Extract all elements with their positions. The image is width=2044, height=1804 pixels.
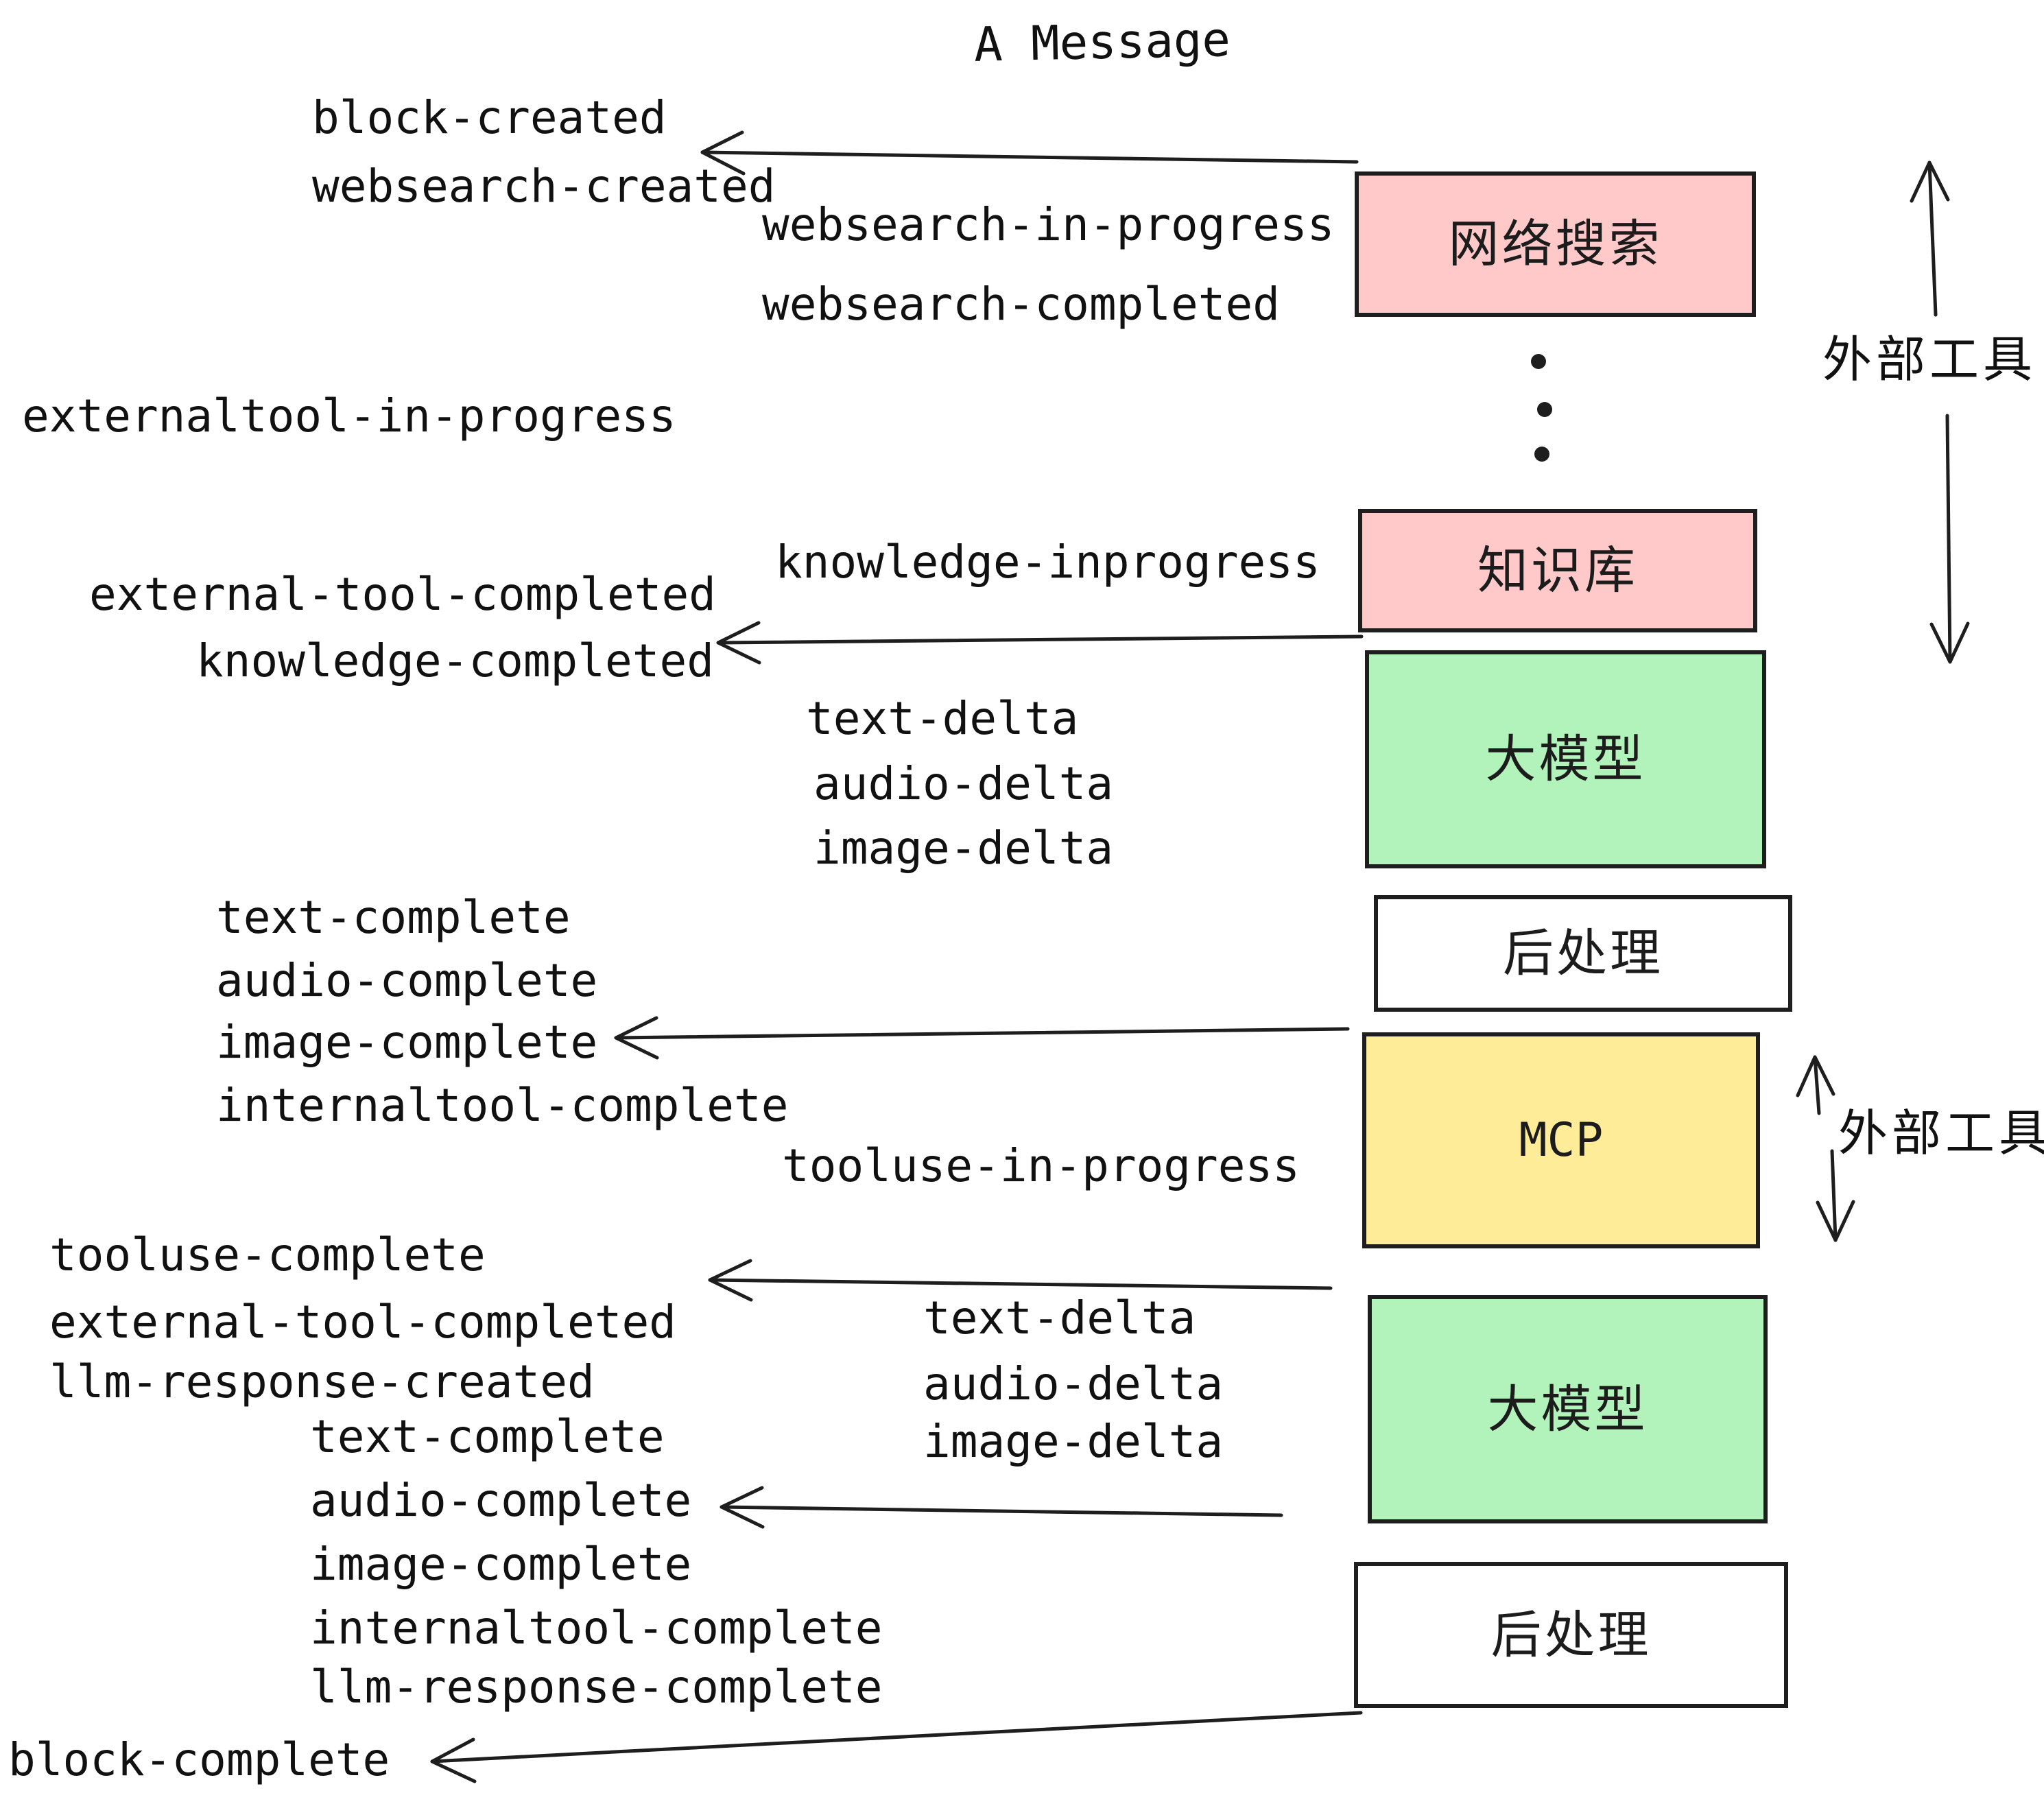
event-audio-delta-2: audio-delta (923, 1357, 1224, 1410)
box-postprocess-2-label: 后处理 (1490, 1605, 1652, 1665)
event-audio-complete-2: audio-complete (310, 1474, 692, 1527)
event-audio-complete-1: audio-complete (216, 954, 598, 1007)
event-internaltool-complete-1: internaltool-complete (216, 1079, 789, 1132)
box-knowledge-label: 知识库 (1477, 541, 1638, 600)
box-mcp: MCP (1362, 1032, 1760, 1248)
event-text-complete-1: text-complete (216, 891, 571, 944)
ellipsis-dots (1531, 354, 1552, 462)
arrow-block-complete (430, 1711, 1363, 1783)
event-knowledge-inprogress: knowledge-inprogress (775, 536, 1320, 589)
arrow-audio-complete (720, 1486, 1283, 1529)
arrow-internal-complete (614, 1016, 1350, 1060)
box-llm-2-label: 大模型 (1487, 1379, 1648, 1439)
label-external-tools-1: 外部工具 (1822, 331, 2037, 388)
event-llm-response-complete: llm-response-complete (310, 1661, 883, 1713)
event-image-delta-1: image-delta (813, 822, 1114, 875)
arrow-block-created (700, 130, 1359, 176)
event-knowledge-completed: knowledge-completed (196, 634, 714, 687)
event-block-complete: block-complete (8, 1733, 390, 1786)
event-internaltool-complete-2: internaltool-complete (310, 1602, 883, 1654)
event-block-created: block-created (312, 91, 667, 144)
event-websearch-created: websearch-created (312, 160, 776, 213)
event-text-complete-2: text-complete (310, 1410, 665, 1463)
event-image-complete-1: image-complete (216, 1016, 598, 1069)
box-postprocess-2: 后处理 (1354, 1562, 1788, 1708)
box-websearch-label: 网络搜索 (1448, 215, 1663, 274)
diagram-title: A Message (973, 12, 1231, 73)
box-llm-2: 大模型 (1368, 1295, 1768, 1523)
event-externaltool-in-progress: externaltool-in-progress (22, 390, 676, 442)
event-audio-delta-1: audio-delta (813, 757, 1114, 810)
box-llm-1: 大模型 (1365, 650, 1766, 868)
event-image-complete-2: image-complete (310, 1538, 692, 1591)
event-image-delta-2: image-delta (923, 1415, 1224, 1468)
event-llm-response-created: llm-response-created (49, 1355, 595, 1408)
event-text-delta-2: text-delta (923, 1292, 1196, 1344)
event-external-tool-completed-1: external-tool-completed (89, 568, 716, 621)
event-websearch-completed: websearch-completed (762, 278, 1280, 331)
box-knowledge: 知识库 (1358, 509, 1757, 632)
box-llm-1-label: 大模型 (1485, 730, 1646, 789)
label-external-tools-2: 外部工具 (1838, 1104, 2044, 1162)
external-tools-arrow-top (1910, 161, 1970, 664)
event-text-delta-1: text-delta (806, 692, 1079, 745)
box-postprocess-1-label: 后处理 (1503, 924, 1663, 983)
event-websearch-in-progress: websearch-in-progress (762, 198, 1335, 251)
external-tools-arrow-mcp (1796, 1055, 1855, 1242)
arrow-tooluse-complete (708, 1259, 1333, 1302)
box-mcp-label: MCP (1519, 1113, 1604, 1167)
event-tooluse-in-progress: tooluse-in-progress (782, 1139, 1300, 1192)
box-postprocess-1: 后处理 (1374, 895, 1792, 1012)
event-tooluse-complete: tooluse-complete (49, 1229, 486, 1281)
arrow-knowledge-completed (716, 621, 1364, 665)
box-websearch: 网络搜索 (1355, 171, 1756, 317)
event-external-tool-completed-2: external-tool-completed (49, 1296, 676, 1349)
